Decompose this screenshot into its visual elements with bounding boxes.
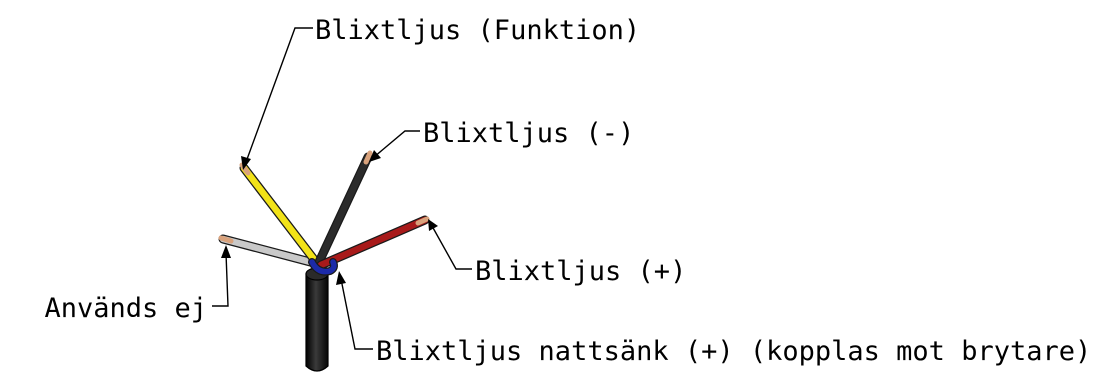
label-unused: Används ej	[44, 293, 207, 324]
cable-jacket	[305, 267, 329, 372]
leader-blue	[336, 271, 373, 350]
wire-red	[316, 215, 430, 270]
label-flash-function: Blixtljus (Funktion)	[315, 15, 640, 46]
wire-black	[314, 150, 373, 267]
label-flash-negative: Blixtljus (-)	[423, 118, 634, 149]
label-flash-positive: Blixtljus (+)	[475, 256, 686, 287]
wire-gray	[218, 234, 323, 269]
leader-red	[428, 219, 472, 270]
wire-blue	[308, 258, 338, 276]
leader-yellow	[241, 27, 313, 170]
leader-black	[369, 130, 420, 162]
label-night-dim: Blixtljus nattsänk (+) (kopplas mot bryt…	[376, 336, 1091, 367]
leader-gray	[212, 245, 231, 307]
